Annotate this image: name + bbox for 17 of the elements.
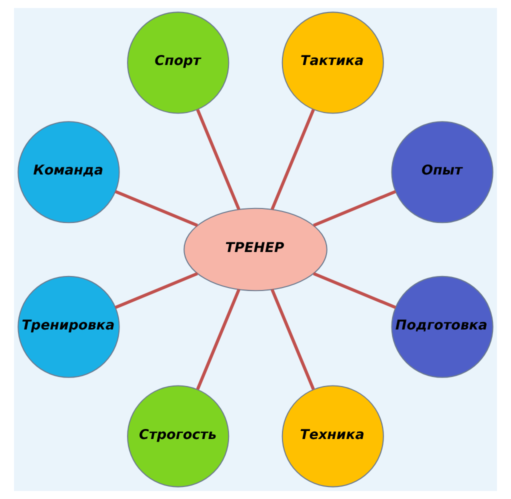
node-circle: Подготовка [391, 276, 494, 378]
connector [196, 109, 240, 210]
node-circle: Техника [282, 385, 384, 488]
connector [312, 190, 396, 227]
connector [114, 272, 198, 309]
connector [270, 109, 315, 210]
connector [312, 272, 396, 309]
node-circle: Тактика [282, 12, 384, 114]
node-circle: Тренировка [18, 276, 120, 378]
node-circle: Строгость [127, 385, 230, 488]
connector [114, 190, 198, 227]
node-circle: Команда [18, 121, 120, 224]
node-ellipse: ТРЕНЕР [184, 208, 328, 292]
connector [270, 288, 315, 390]
connector [196, 288, 240, 390]
node-circle: Спорт [127, 12, 230, 114]
node-circle: Опыт [391, 121, 494, 224]
